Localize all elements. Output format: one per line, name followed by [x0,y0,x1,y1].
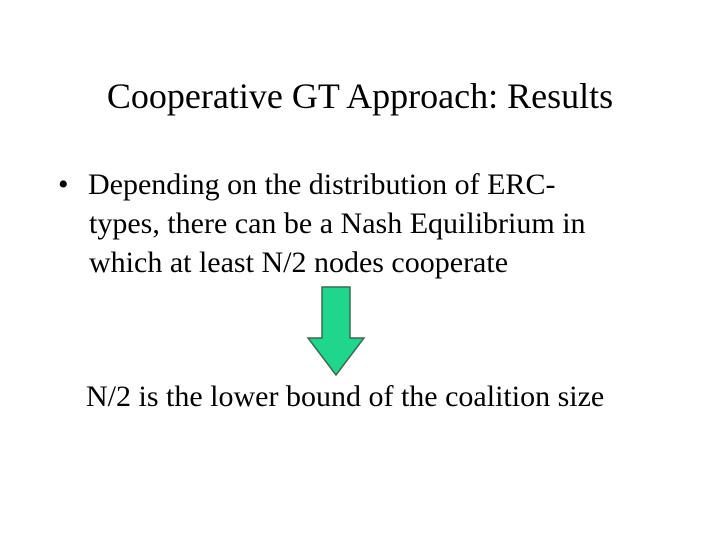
down-arrow-icon [307,286,365,376]
bullet-line-1: Depending on the distribution of ERC- [88,168,556,201]
conclusion-text: N/2 is the lower bound of the coalition … [86,380,605,413]
bullet-marker: • [58,168,69,201]
slide-title: Cooperative GT Approach: Results [106,76,614,116]
bullet-line-3: which at least N/2 nodes cooperate [89,246,509,279]
bullet-line-2: types, there can be a Nash Equilibrium i… [89,207,586,240]
